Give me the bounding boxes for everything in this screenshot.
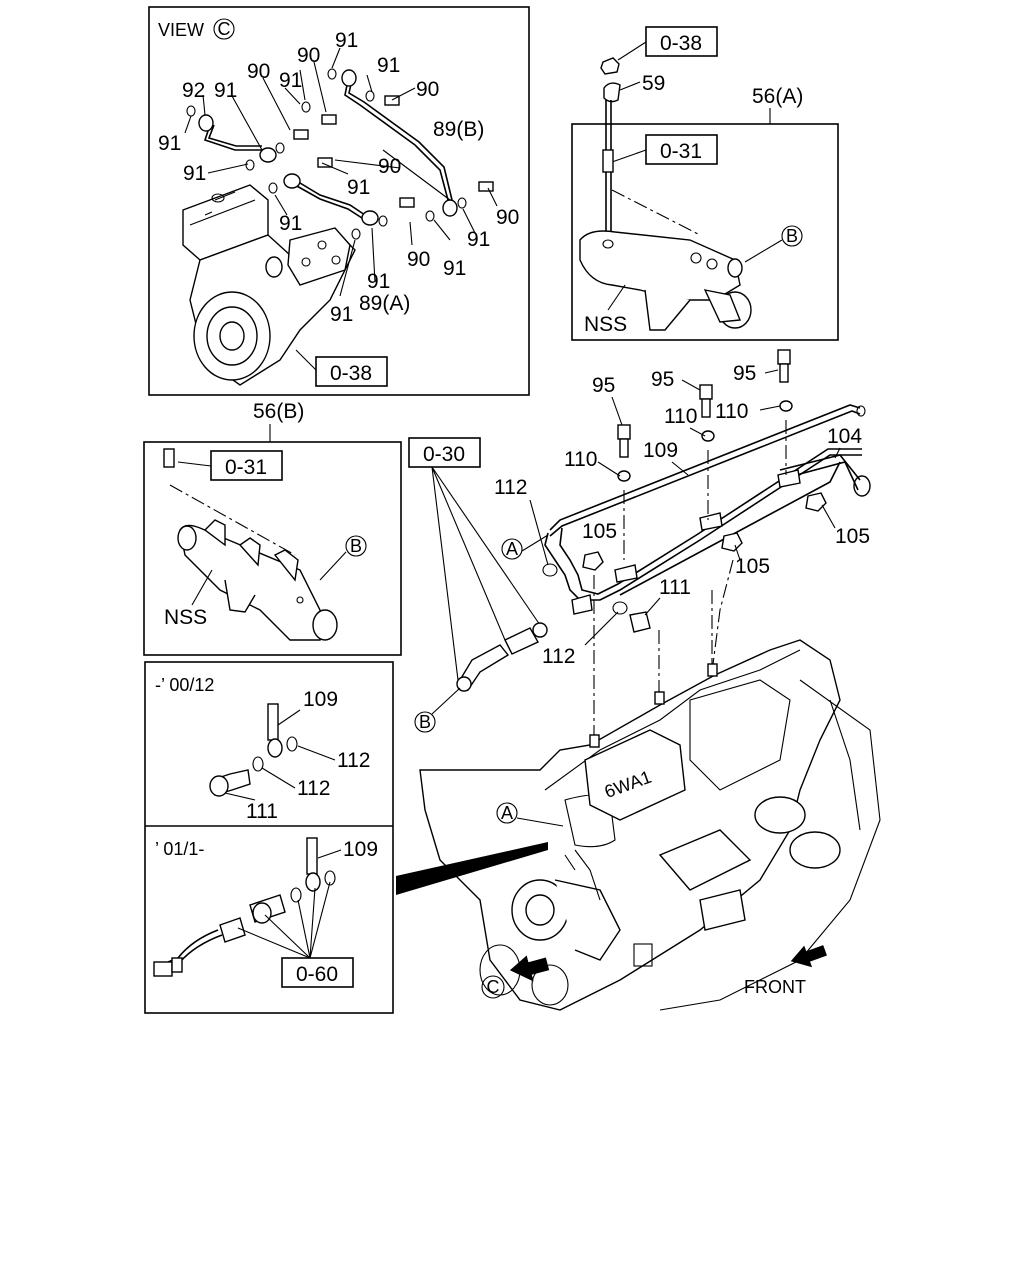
callout-wedge (396, 842, 548, 895)
callout-105: 105 (835, 525, 870, 548)
callout-91: 91 (443, 257, 466, 280)
section-56a: 0-38 59 56(A) 0-31 NSS B (571, 26, 839, 341)
callout-109: 109 (303, 688, 338, 711)
nss-label: NSS (584, 313, 627, 336)
view-c-circle (213, 18, 235, 40)
callout-95: 95 (592, 374, 615, 397)
callout-91: 91 (279, 69, 302, 92)
circle-a-label: A (501, 803, 513, 823)
callout-95: 95 (651, 368, 674, 391)
ref-0-38-label: 0-38 (660, 32, 702, 55)
callout-110: 110 (664, 405, 697, 428)
callout-112: 112 (337, 749, 370, 772)
section-56a-title: 56(A) (752, 85, 803, 108)
ref-box-0-31 (645, 134, 718, 165)
nss-label: NSS (164, 606, 207, 629)
circle-b-label: B (786, 226, 798, 246)
callout-111: 111 (659, 576, 691, 599)
callout-91: 91 (377, 54, 400, 77)
callout-110: 110 (715, 400, 748, 423)
view-c-arrow (509, 955, 550, 982)
front-label: FRONT (744, 977, 806, 997)
circle-c (481, 975, 505, 999)
circle-b (781, 225, 803, 247)
callout-91: 91 (214, 79, 237, 102)
view-c-title: VIEW (158, 20, 204, 40)
callout-90: 90 (378, 155, 401, 178)
callout-91: 91 (347, 176, 370, 199)
callout-90: 90 (247, 60, 270, 83)
ref-box-0-30 (408, 437, 481, 468)
callout-92: 92 (182, 79, 205, 102)
view-c-panel: VIEW C (148, 6, 530, 396)
callout-95: 95 (733, 362, 756, 385)
main-assembly: 0-30 B (396, 349, 881, 1011)
callout-112: 112 (297, 777, 330, 800)
air-compressor-illustration (182, 184, 356, 386)
callout-105: 105 (735, 555, 770, 578)
callout-91: 91 (467, 228, 490, 251)
variant-panel: -’ 00/12 109 112 112 111 ’ 01/1- 109 0-6… (144, 661, 394, 1014)
callout-91: 91 (367, 270, 390, 293)
ref-box-0-38 (315, 356, 388, 387)
view-c-circle-label: C (218, 19, 231, 39)
callout-91: 91 (330, 303, 353, 326)
callout-91: 91 (279, 212, 302, 235)
callout-90: 90 (416, 78, 439, 101)
ref-0-60-label: 0-60 (296, 963, 338, 986)
ref-0-31-label: 0-31 (225, 456, 267, 479)
circle-b (345, 535, 367, 557)
circle-a (501, 538, 523, 560)
bolts-95 (617, 349, 791, 458)
section-56b: 56(B) 0-31 NSS B (143, 400, 402, 656)
circle-a (496, 802, 518, 824)
callout-90: 90 (297, 44, 320, 67)
callout-112: 112 (542, 645, 575, 668)
front-arrow (790, 945, 827, 968)
callout-89b: 89(B) (433, 118, 484, 141)
ref-0-38-label: 0-38 (330, 362, 372, 385)
ref-0-30-label: 0-30 (423, 443, 465, 466)
callout-109: 109 (343, 838, 378, 861)
variant-range-2: ’ 01/1- (155, 839, 204, 859)
callout-105: 105 (582, 520, 617, 543)
fittings (186, 68, 494, 240)
callout-91: 91 (183, 162, 206, 185)
circle-b-label: B (350, 536, 362, 556)
ref-box-0-60 (281, 957, 354, 988)
callout-91: 91 (335, 29, 358, 52)
variant-range-1: -’ 00/12 (155, 675, 214, 695)
callout-90: 90 (407, 248, 430, 271)
circle-b-label: B (419, 712, 431, 732)
callout-110: 110 (564, 448, 597, 471)
circle-b (414, 711, 436, 733)
callout-112: 112 (494, 476, 527, 499)
callout-91: 91 (158, 132, 181, 155)
ref-0-31-label: 0-31 (660, 140, 702, 163)
circle-c-label: C (487, 977, 500, 997)
ref-box-0-38 (645, 26, 718, 57)
callout-59: 59 (642, 72, 665, 95)
circle-a-label: A (506, 539, 518, 559)
callout-111: 111 (246, 800, 278, 823)
callout-104: 104 (827, 425, 862, 448)
callout-109: 109 (643, 439, 678, 462)
callout-90: 90 (496, 206, 519, 229)
callout-89a: 89(A) (359, 292, 410, 315)
engine-block: 6WA1 (419, 639, 881, 1011)
section-56b-title: 56(B) (253, 400, 304, 423)
